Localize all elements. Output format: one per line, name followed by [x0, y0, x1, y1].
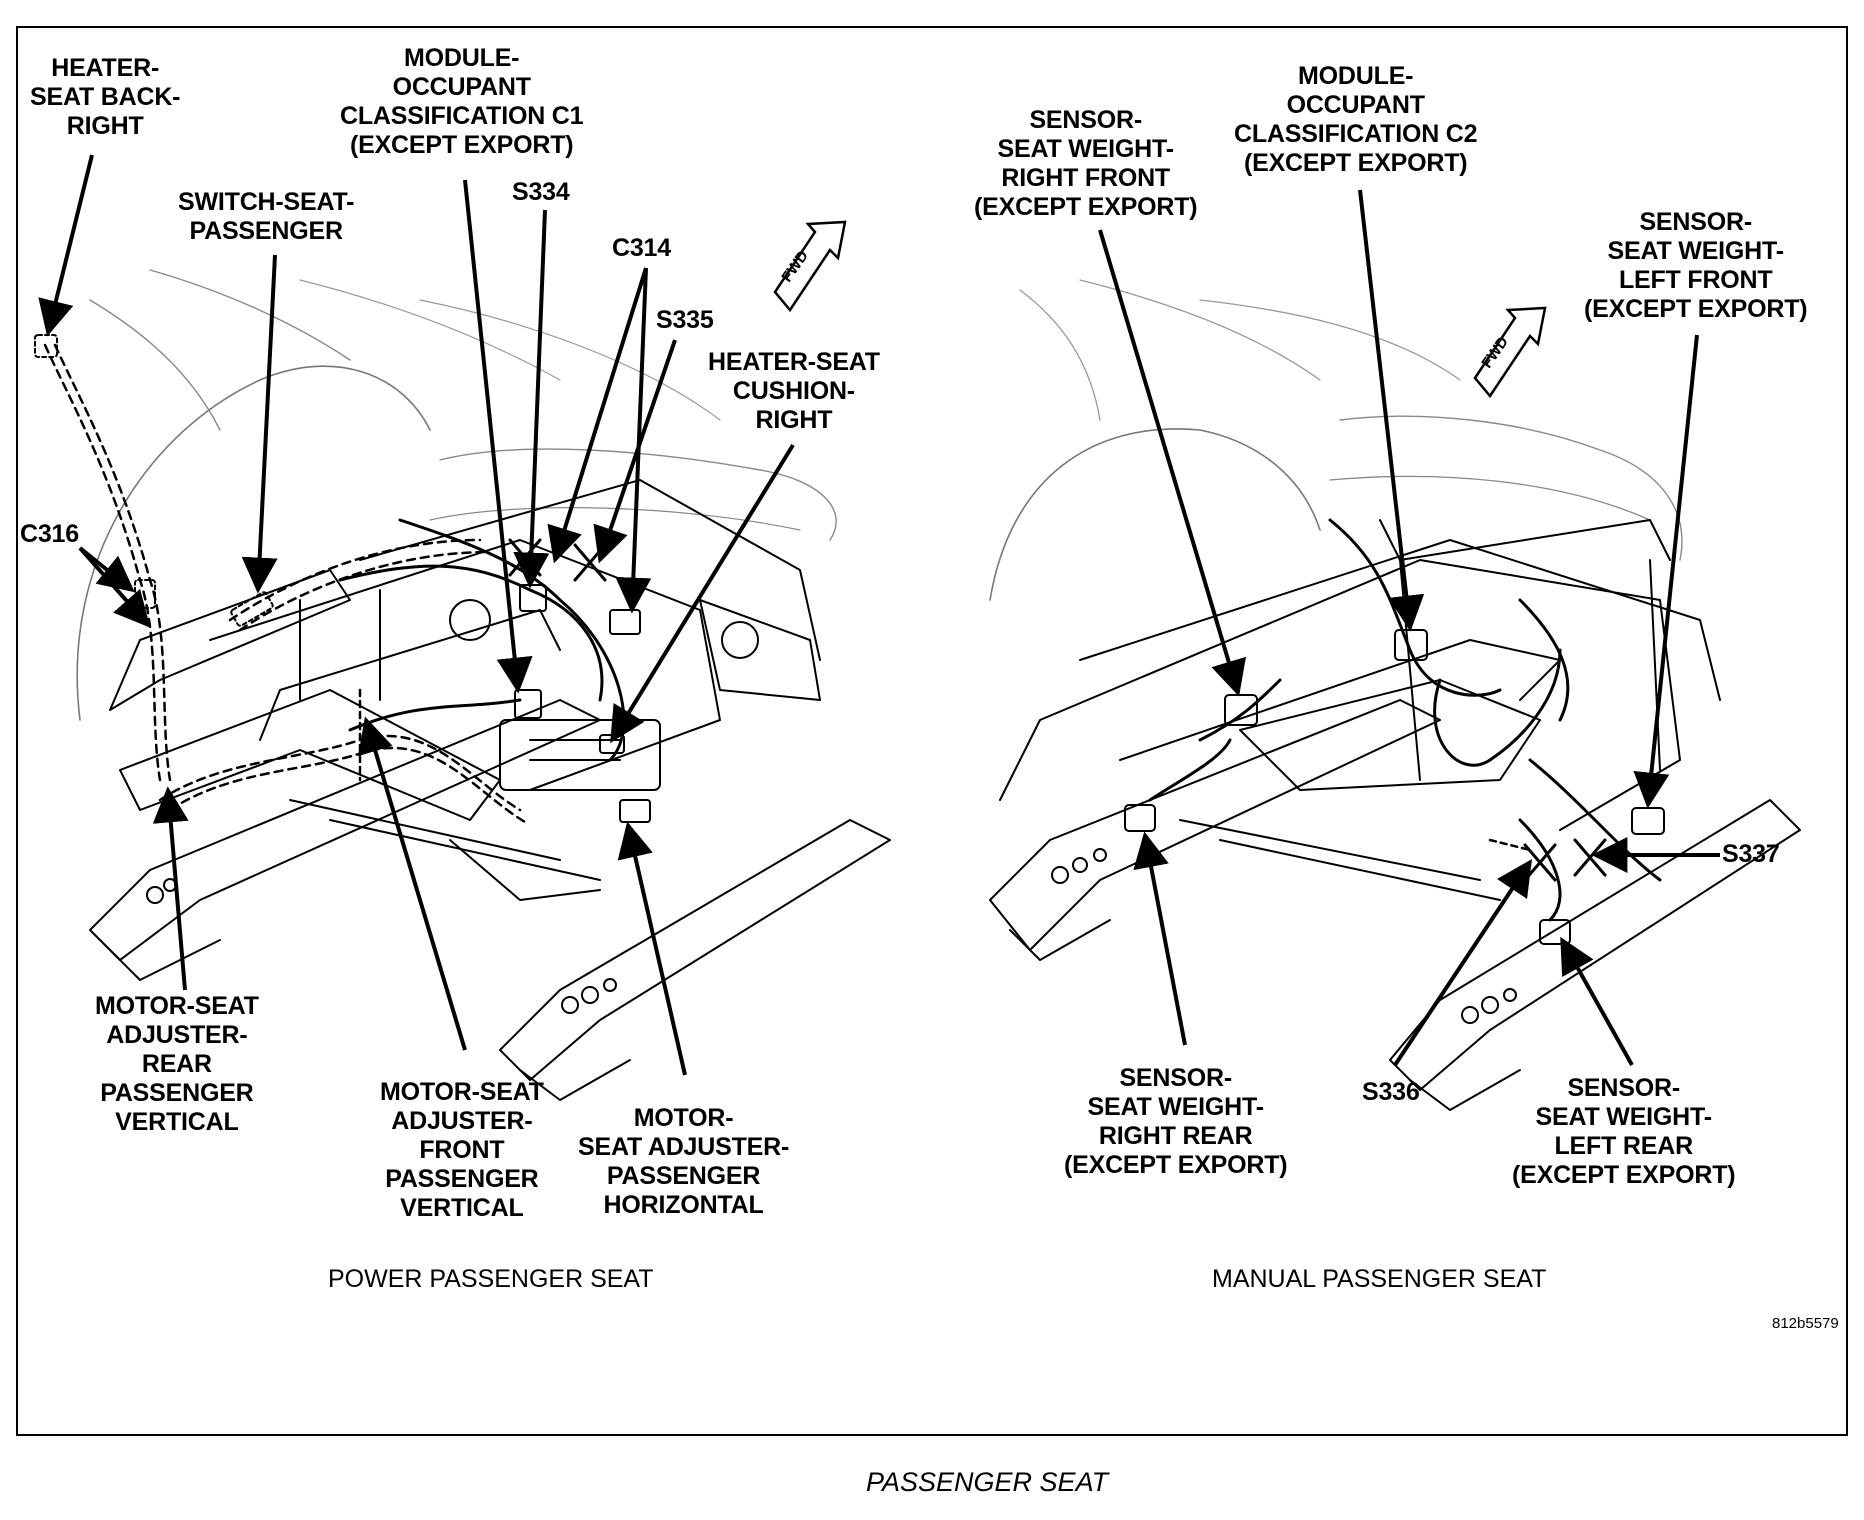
- diagram-frame: [16, 26, 1848, 1436]
- label-motor-rear-vertical: MOTOR-SEAT ADJUSTER- REAR PASSENGER VERT…: [95, 992, 259, 1136]
- power-seat-leaders: [38, 154, 795, 1076]
- caption-power-passenger-seat: POWER PASSENGER SEAT: [328, 1265, 654, 1293]
- label-s334: S334: [512, 178, 570, 206]
- label-c314: C314: [612, 234, 671, 262]
- figure-title: PASSENGER SEAT: [866, 1467, 1109, 1497]
- label-sensor-right-front: SENSOR- SEAT WEIGHT- RIGHT FRONT (EXCEPT…: [974, 106, 1198, 221]
- label-heater-seat-cushion-right: HEATER-SEAT CUSHION- RIGHT: [708, 348, 880, 434]
- label-switch-seat-passenger: SWITCH-SEAT- PASSENGER: [178, 188, 355, 245]
- label-c316: C316: [20, 520, 79, 548]
- label-heater-seat-back-right: HEATER- SEAT BACK- RIGHT: [30, 54, 181, 140]
- label-s336: S336: [1362, 1078, 1420, 1106]
- fwd-arrow-right: [1473, 306, 1547, 399]
- label-module-occupant-c2: MODULE- OCCUPANT CLASSIFICATION C2 (EXCE…: [1234, 62, 1478, 177]
- manual-seat-drawing: [989, 279, 1801, 1111]
- label-s337: S337: [1722, 840, 1780, 868]
- label-s335: S335: [656, 306, 714, 334]
- label-module-occupant-c1: MODULE- OCCUPANT CLASSIFICATION C1 (EXCE…: [340, 44, 584, 159]
- caption-manual-passenger-seat: MANUAL PASSENGER SEAT: [1212, 1265, 1547, 1293]
- label-sensor-left-front: SENSOR- SEAT WEIGHT- LEFT FRONT (EXCEPT …: [1584, 208, 1808, 323]
- fwd-arrow-left: [773, 220, 847, 313]
- manual-seat-leaders: [1098, 189, 1720, 1067]
- label-motor-horizontal: MOTOR- SEAT ADJUSTER- PASSENGER HORIZONT…: [578, 1104, 790, 1219]
- label-sensor-left-rear: SENSOR- SEAT WEIGHT- LEFT REAR (EXCEPT E…: [1512, 1074, 1736, 1189]
- label-motor-front-vertical: MOTOR-SEAT ADJUSTER- FRONT PASSENGER VER…: [380, 1078, 544, 1222]
- label-sensor-right-rear: SENSOR- SEAT WEIGHT- RIGHT REAR (EXCEPT …: [1064, 1064, 1288, 1179]
- figure-code: 812b5579: [1772, 1315, 1839, 1332]
